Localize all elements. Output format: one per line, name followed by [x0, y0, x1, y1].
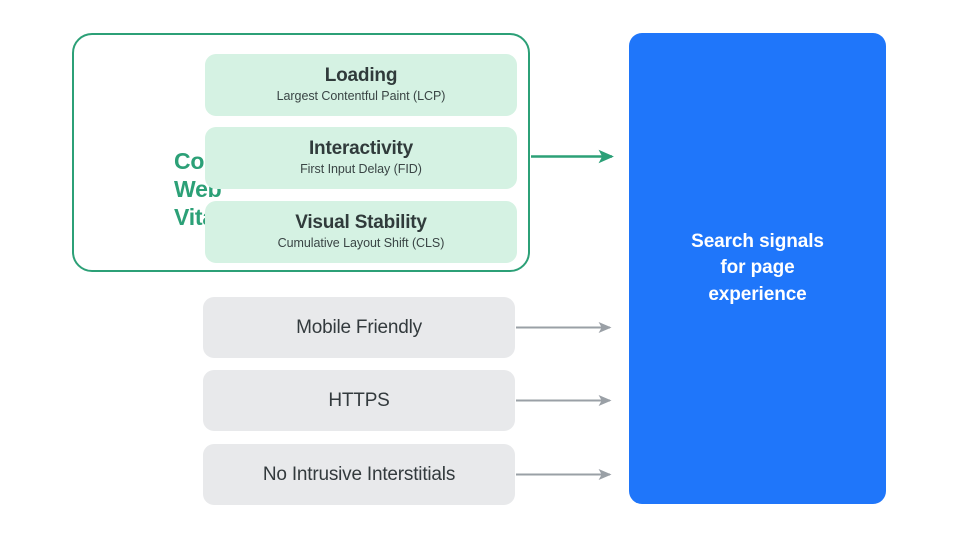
- vital-card-interactivity: Interactivity First Input Delay (FID): [205, 127, 517, 189]
- vital-card-subtitle: Cumulative Layout Shift (CLS): [277, 236, 445, 251]
- vital-card-subtitle: First Input Delay (FID): [300, 162, 422, 177]
- signal-box-label: Mobile Friendly: [296, 316, 422, 338]
- signal-box-https: HTTPS: [203, 370, 515, 431]
- vital-card-visual-stability: Visual Stability Cumulative Layout Shift…: [205, 201, 517, 263]
- vital-card-title: Visual Stability: [295, 211, 427, 233]
- search-signals-panel-text: Search signals for page experience: [691, 231, 824, 305]
- core-web-vitals-group: Core Web Vitals Loading Largest Contentf…: [72, 33, 530, 272]
- vital-card-title: Interactivity: [308, 137, 414, 159]
- signal-box-no-intrusive-interstitials: No Intrusive Interstitials: [203, 444, 515, 505]
- signal-box-label: HTTPS: [328, 389, 390, 411]
- vital-card-title: Loading: [324, 64, 398, 86]
- signal-box-label: No Intrusive Interstitials: [262, 463, 456, 485]
- vital-card-loading: Loading Largest Contentful Paint (LCP): [205, 54, 517, 116]
- search-signals-panel: Search signals for page experience: [629, 33, 886, 504]
- signal-box-mobile-friendly: Mobile Friendly: [203, 297, 515, 358]
- vital-card-subtitle: Largest Contentful Paint (LCP): [276, 89, 446, 104]
